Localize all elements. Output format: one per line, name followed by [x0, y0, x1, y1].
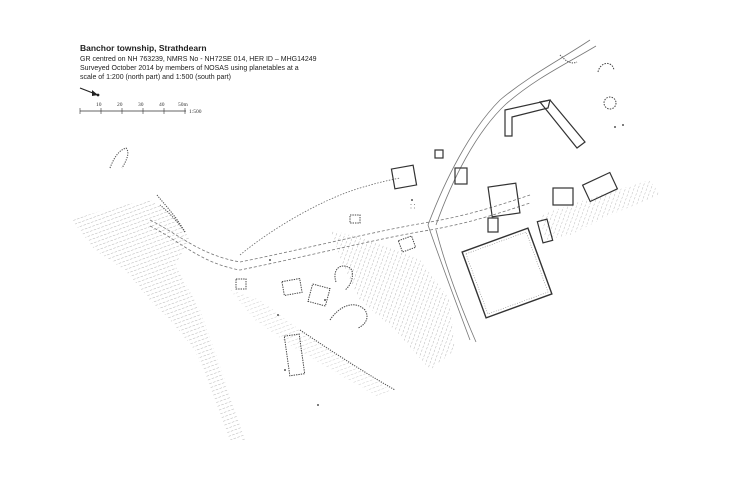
scale-tick-40: 40 [159, 102, 165, 108]
meta-line-2: Surveyed October 2014 by members of NOSA… [80, 65, 299, 72]
turf-structures [235, 214, 417, 377]
scale-ratio: 1:500 [189, 109, 202, 115]
north-arrow-icon [79, 87, 100, 97]
slope-hachures [72, 180, 660, 440]
enclosure [461, 227, 553, 319]
hut-circles [409, 63, 617, 211]
scale-tick-10: 10 [96, 102, 102, 108]
meta-line-3: scale of 1:200 (north part) and 1:500 (s… [80, 74, 231, 81]
tracks [149, 39, 597, 343]
scale-tick-20: 20 [117, 102, 123, 108]
plan-title: Banchor township, Strathdearn [80, 43, 207, 53]
scale-tick-50: 50m [178, 102, 189, 108]
scale-tick-30: 30 [138, 102, 144, 108]
dykes [109, 54, 578, 391]
title-block: Banchor township, Strathdearn GR centred… [80, 44, 380, 82]
isolated-marks [269, 124, 624, 406]
scale-bar: 10 20 30 40 50m 1:500 [79, 102, 202, 115]
buildings [390, 99, 619, 244]
meta-line-1: GR centred on NH 763239, NMRS No - NH72S… [80, 56, 317, 63]
